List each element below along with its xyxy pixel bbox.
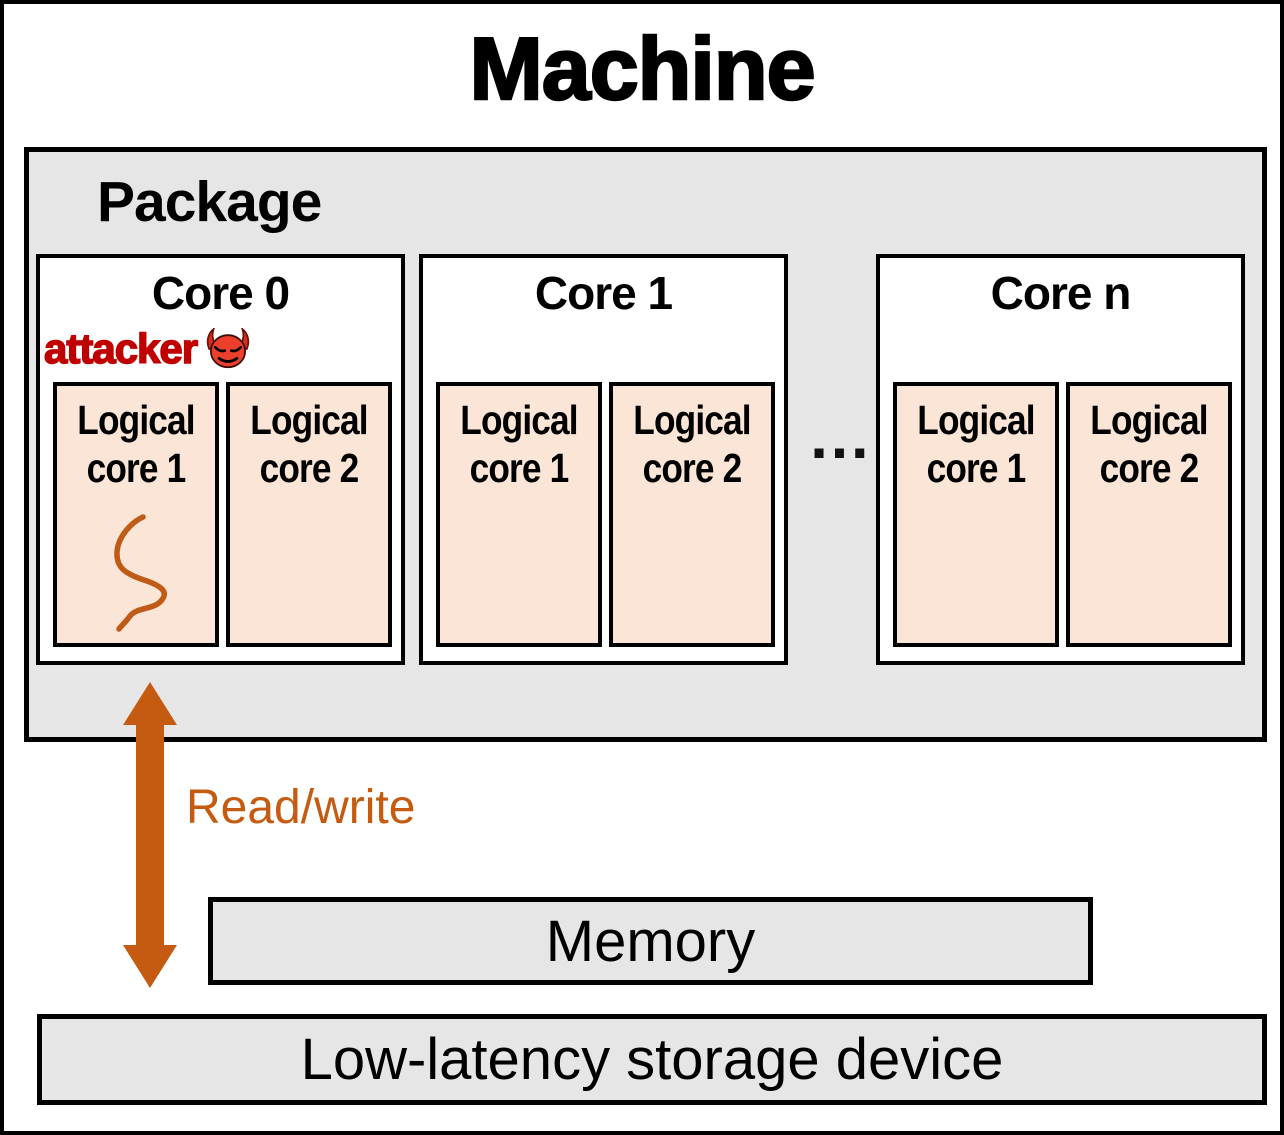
core-1-title: Core 1 [534,267,673,319]
memory-box: Memory [208,897,1093,985]
package-label: Package [97,170,322,234]
core-n-logical-core-2: Logical core 2 [1066,382,1232,647]
devil-face-icon [206,328,250,369]
core-0-logical-core-1: Logical core 1 [53,382,219,647]
attacker-row: attacker [43,325,251,372]
core-1-logical-core-1: Logical core 1 [436,382,602,647]
cores-ellipsis: … [807,400,873,472]
storage-box: Low-latency storage device [37,1014,1267,1105]
squiggle-mark-icon [114,514,167,632]
core-0-title: Core 0 [151,267,290,319]
memory-label: Memory [545,908,756,974]
core-0-box: Core 0 attacker Logical core 1 Logical c… [36,254,405,665]
core-n-title: Core n [990,267,1132,319]
logical-core-label: Logical core 2 [250,397,368,492]
machine-title: Machine [468,18,817,120]
logical-core-label: Logical core 1 [917,397,1035,492]
attacker-label: attacker [43,325,199,372]
logical-core-label: Logical core 2 [1090,397,1208,492]
double-headed-arrow-icon [123,682,177,988]
logical-core-label: Logical core 2 [633,397,751,492]
logical-core-label: Logical core 1 [77,397,195,492]
core-0-logical-core-2: Logical core 2 [226,382,392,647]
core-n-logical-core-1: Logical core 1 [893,382,1059,647]
storage-label: Low-latency storage device [300,1027,1004,1092]
core-1-box: Core 1 Logical core 1 Logical core 2 [419,254,788,665]
logical-core-label: Logical core 1 [460,397,578,492]
core-1-logical-core-2: Logical core 2 [609,382,775,647]
read-write-label: Read/write [186,781,416,834]
core-n-box: Core n Logical core 1 Logical core 2 [876,254,1245,665]
